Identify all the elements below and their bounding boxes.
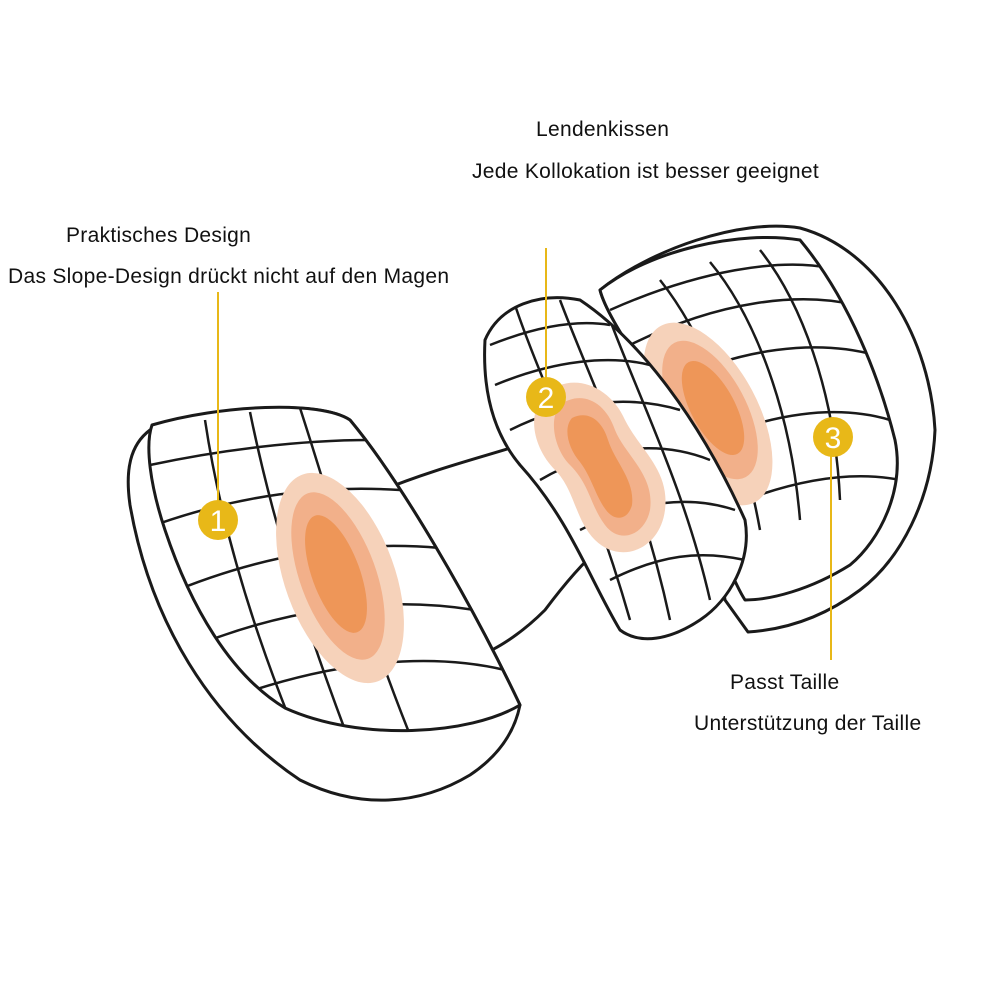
callout-1-subtitle: Das Slope-Design drückt nicht auf den Ma… bbox=[8, 265, 450, 288]
marker-1-number: 1 bbox=[210, 505, 227, 538]
marker-3-number: 3 bbox=[825, 422, 842, 455]
heat-zone-right bbox=[643, 322, 773, 506]
marker-1: 1 bbox=[198, 500, 238, 540]
right-cushion bbox=[598, 224, 937, 634]
marker-2: 2 bbox=[526, 377, 566, 417]
callout-2-title: Lendenkissen bbox=[536, 118, 670, 141]
marker-2-number: 2 bbox=[538, 382, 555, 415]
callout-1-title: Praktisches Design bbox=[66, 224, 252, 247]
marker-3: 3 bbox=[813, 417, 853, 457]
left-cushion bbox=[126, 405, 522, 802]
heat-zone-left bbox=[276, 472, 404, 684]
heat-zone-middle bbox=[534, 382, 666, 553]
callout-2-subtitle: Jede Kollokation ist besser geeignet bbox=[472, 160, 820, 183]
callout-3-subtitle: Unterstützung der Taille bbox=[694, 712, 922, 735]
callout-3-title: Passt Taille bbox=[730, 671, 840, 694]
